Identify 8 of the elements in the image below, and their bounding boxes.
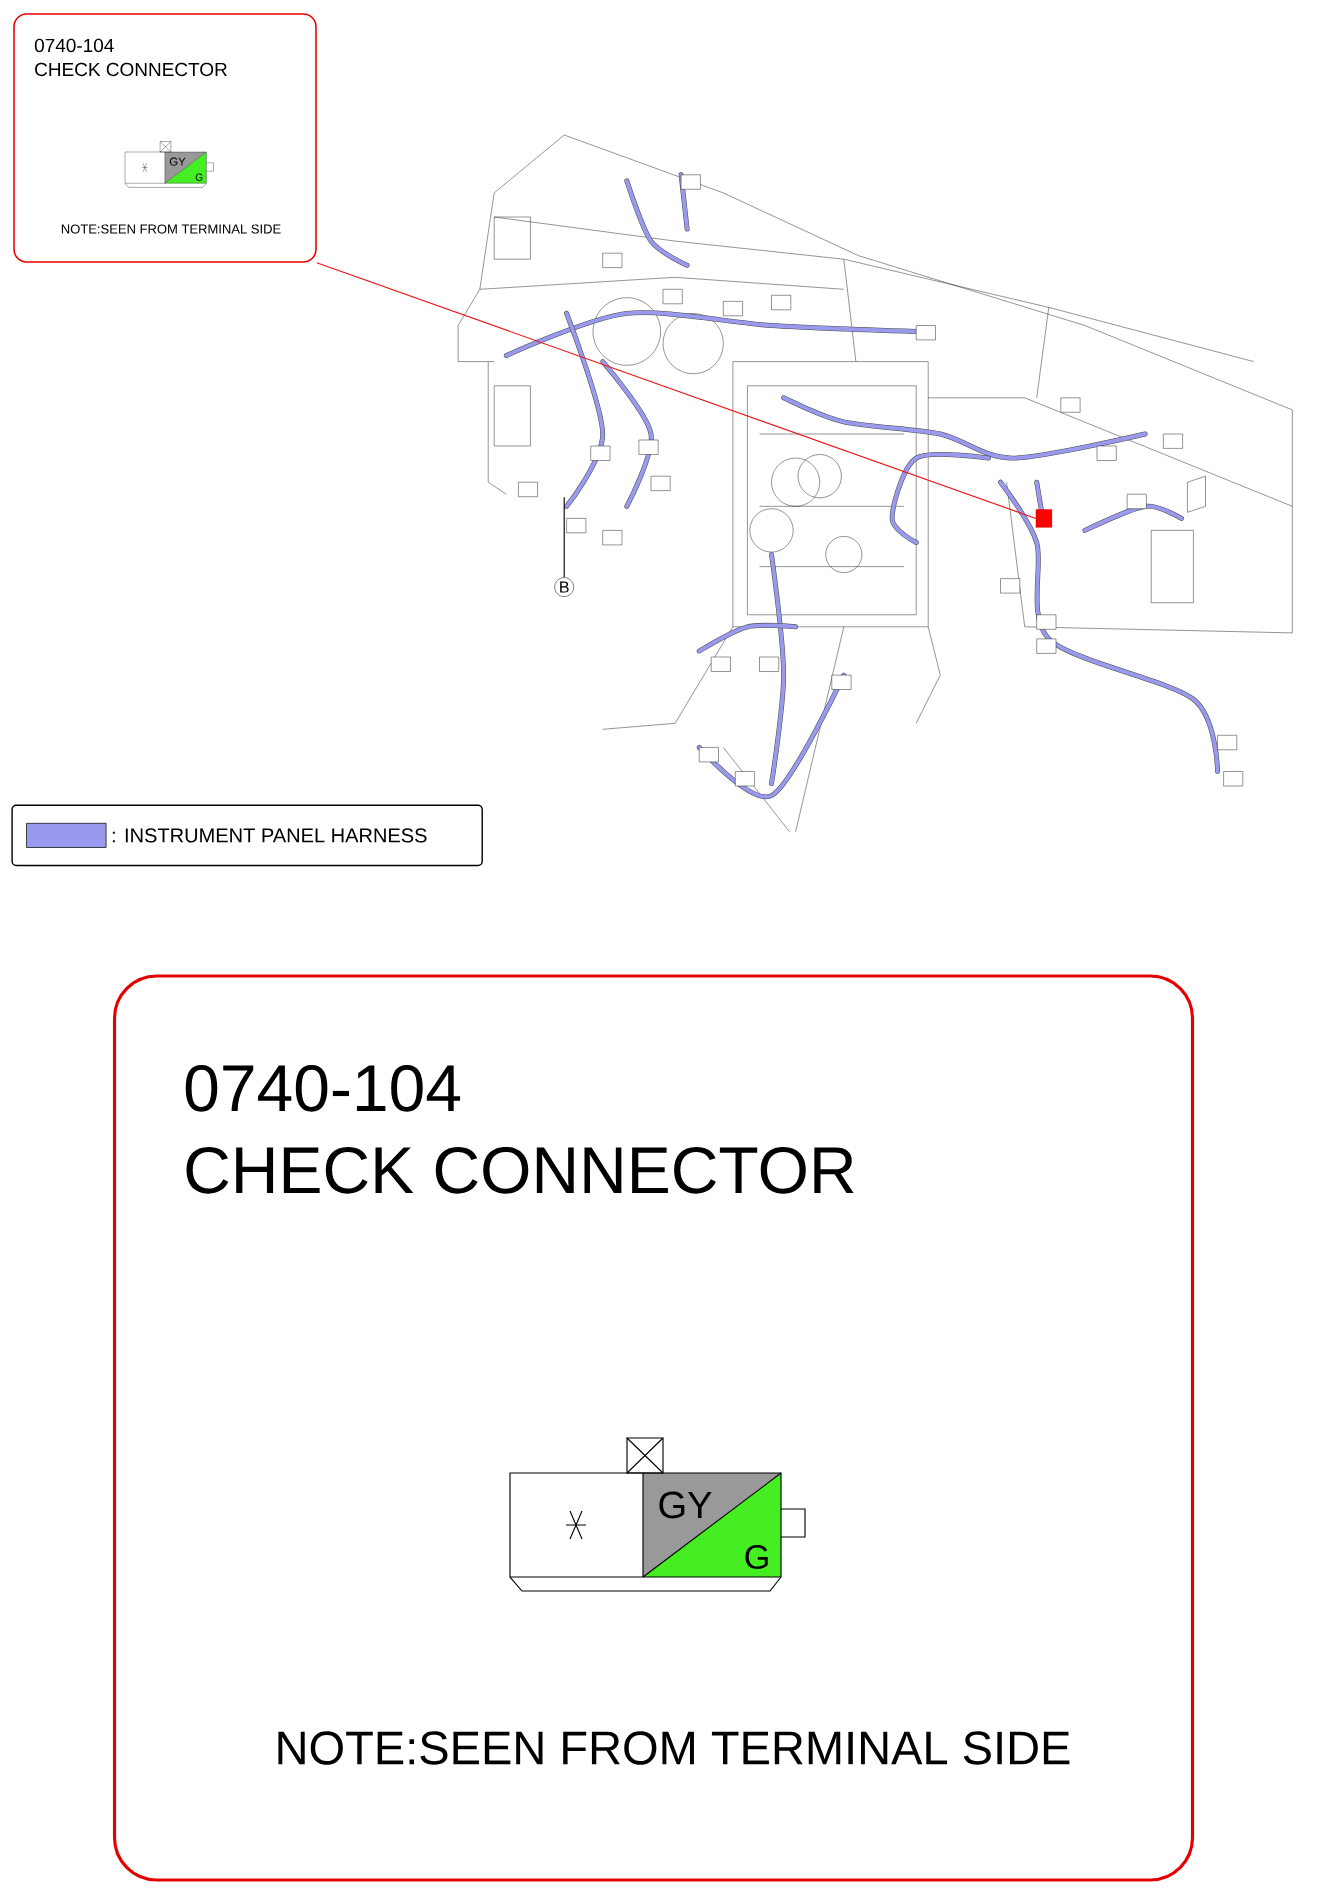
wire-color-label: GY — [169, 157, 186, 166]
leader-line — [563, 496, 565, 578]
wire-color-label: GY — [659, 1491, 712, 1519]
wire-color-label: G — [745, 1544, 768, 1570]
callout-letter: B — [554, 577, 574, 597]
connector-location-marker — [1035, 509, 1053, 528]
legend-box: : INSTRUMENT PANEL HARNESS — [11, 804, 483, 867]
wire-color-label: G — [195, 173, 203, 181]
